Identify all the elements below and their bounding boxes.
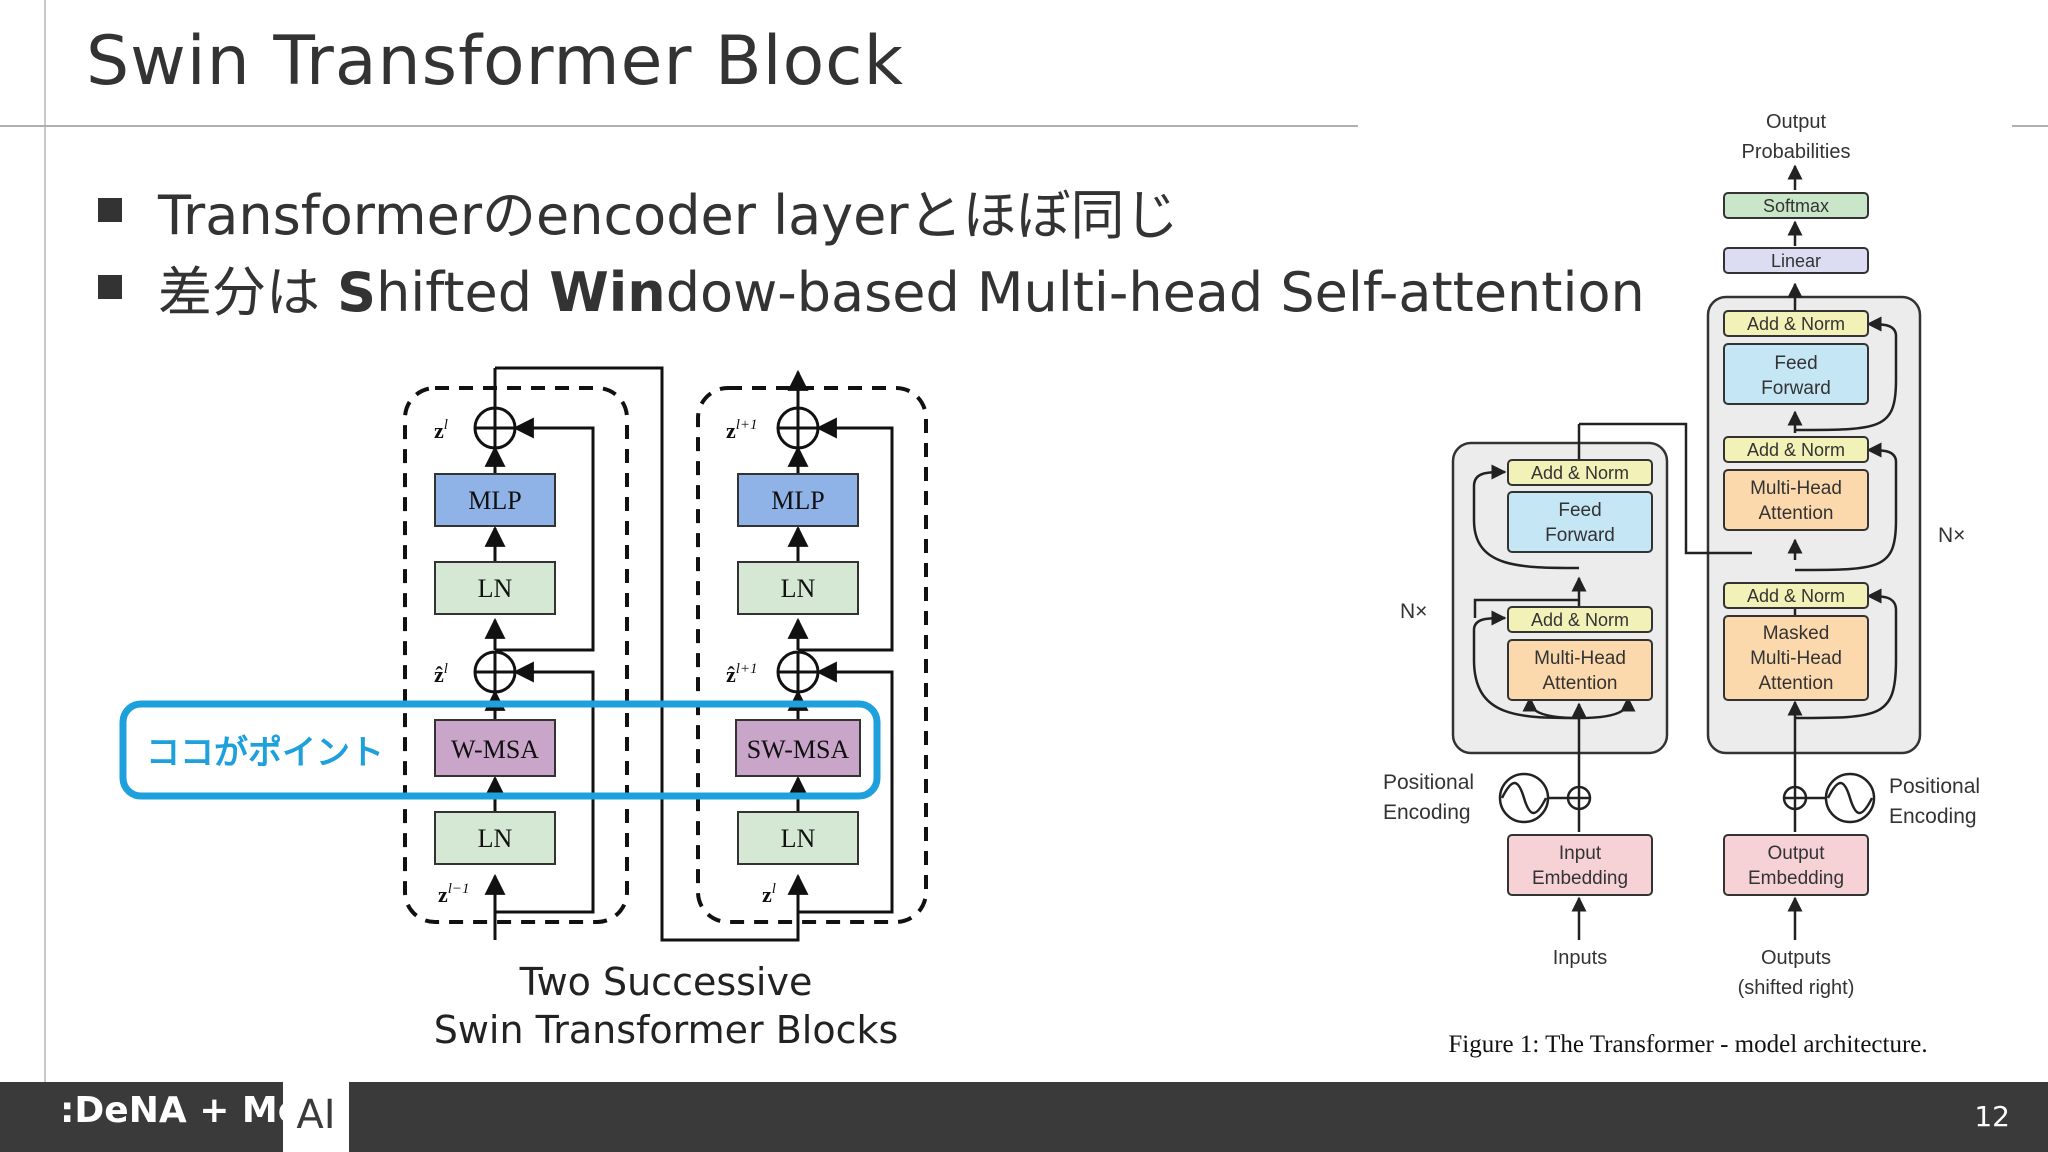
block2-z-in-label: zl [762,881,776,907]
block2-ln-bottom-box [737,811,859,865]
dec-addnorm-2-label: Add & Norm [1747,440,1845,460]
enc-nx-label: N× [1400,600,1427,623]
enc-ff-line2: Forward [1545,525,1615,546]
enc-addnorm-top-box [1507,459,1653,486]
bullet-item-1: Transformerのencoder layerとほぼ同じ [98,175,1179,247]
block1-z-in-label: zl−1 [438,881,470,907]
block2-ln-top-box [737,561,859,615]
outputs-line1: Outputs [1761,947,1831,969]
enc-addnorm-bottom-box [1507,606,1653,633]
dec-addnorm-1-box [1723,310,1869,337]
linear-box [1723,247,1869,274]
enc-mha-box [1507,639,1653,701]
output-probabilities-line2: Probabilities [1742,141,1851,163]
linear-label: Linear [1771,251,1821,271]
output-embedding-box [1723,834,1869,896]
block2-ln-top-label: LN [781,574,816,603]
block1-mlp-box [434,473,556,527]
block1-ln-bottom-label: LN [478,824,513,853]
inputs-label: Inputs [1553,947,1607,969]
dec-addnorm-2-box [1723,436,1869,463]
dec-masked-line3: Attention [1759,673,1834,694]
title-underline-right [2012,125,2048,127]
dec-addnorm-3-label: Add & Norm [1747,586,1845,606]
swin-caption-line2: Swin Transformer Blocks [434,1008,899,1052]
title-underline [0,125,1358,127]
footer-ai-label: AI [296,1092,336,1138]
slide-title: Swin Transformer Block [86,22,904,101]
block2-mlp-label: MLP [771,486,824,515]
softmax-box [1723,192,1869,219]
dec-mha-line2: Attention [1759,503,1834,524]
highlight-label: ココがポイント [146,733,384,773]
dec-masked-line2: Multi-Head [1750,648,1842,669]
dec-mha-box [1723,469,1869,531]
dec-addnorm-1-label: Add & Norm [1747,314,1845,334]
dec-ff-line1: Feed [1774,353,1817,374]
block2-z-out-label: zl+1 [726,417,758,443]
block2-swmsa-box [735,719,861,777]
dec-positional-line1: Positional [1889,775,1980,798]
swin-block-1-outline [403,386,629,924]
dec-ff-line2: Forward [1761,378,1831,399]
enc-mha-line1: Multi-Head [1534,648,1626,669]
softmax-label: Softmax [1763,196,1829,216]
dec-addnorm-3-box [1723,582,1869,609]
page-number: 12 [1974,1100,2010,1133]
outputs-line2: (shifted right) [1738,977,1855,999]
input-embedding-box [1507,834,1653,896]
dec-masked-line1: Masked [1763,623,1830,644]
left-margin-rule [44,0,46,1082]
dec-nx-label: N× [1938,524,1965,547]
enc-mha-line2: Attention [1543,673,1618,694]
block1-ln-top-label: LN [478,574,513,603]
block1-ln-bottom-box [434,811,556,865]
block1-z-mid-label: ẑl [434,661,448,687]
output-probabilities-line1: Output [1766,111,1826,133]
output-embedding-line2: Embedding [1748,868,1844,889]
footer-logo: :DeNA + MoT [60,1090,328,1131]
output-embedding-line1: Output [1767,843,1825,864]
block2-ln-bottom-label: LN [781,824,816,853]
enc-addnorm-bottom-label: Add & Norm [1531,610,1629,630]
bullet-square-icon [98,198,122,222]
bullet-square-icon [98,275,122,299]
block1-wmsa-label: W-MSA [451,735,539,764]
footer-ai-badge [283,1082,349,1152]
bullet-text-2: 差分は Shifted Window-based Multi-head Self… [158,260,1645,324]
input-embedding-line2: Embedding [1532,868,1628,889]
transformer-figure-caption: Figure 1: The Transformer - model archit… [1448,1031,1927,1058]
swin-block-2-outline [696,386,928,924]
enc-positional-line2: Encoding [1383,801,1471,824]
enc-feedforward-box [1507,491,1653,553]
swin-caption-line1: Two Successive [519,960,813,1004]
dec-positional-line2: Encoding [1889,805,1977,828]
block2-z-mid-label: ẑl+1 [726,661,758,687]
highlight-box [119,700,881,800]
dec-feedforward-box [1723,343,1869,405]
dec-masked-mha-box [1723,615,1869,701]
enc-positional-line1: Positional [1383,771,1474,794]
block1-wmsa-box [434,719,556,777]
block2-mlp-box [737,473,859,527]
enc-addnorm-top-label: Add & Norm [1531,463,1629,483]
bullet-item-2: 差分は Shifted Window-based Multi-head Self… [98,252,1645,324]
block1-z-out-label: zl [434,417,448,443]
block1-ln-top-box [434,561,556,615]
enc-ff-line1: Feed [1558,500,1601,521]
bullet-text-1: Transformerのencoder layerとほぼ同じ [158,183,1179,247]
input-embedding-line1: Input [1559,843,1602,864]
encoder-stack [1451,441,1669,755]
block1-mlp-label: MLP [468,486,521,515]
dec-mha-line1: Multi-Head [1750,478,1842,499]
block2-swmsa-label: SW-MSA [747,735,850,764]
